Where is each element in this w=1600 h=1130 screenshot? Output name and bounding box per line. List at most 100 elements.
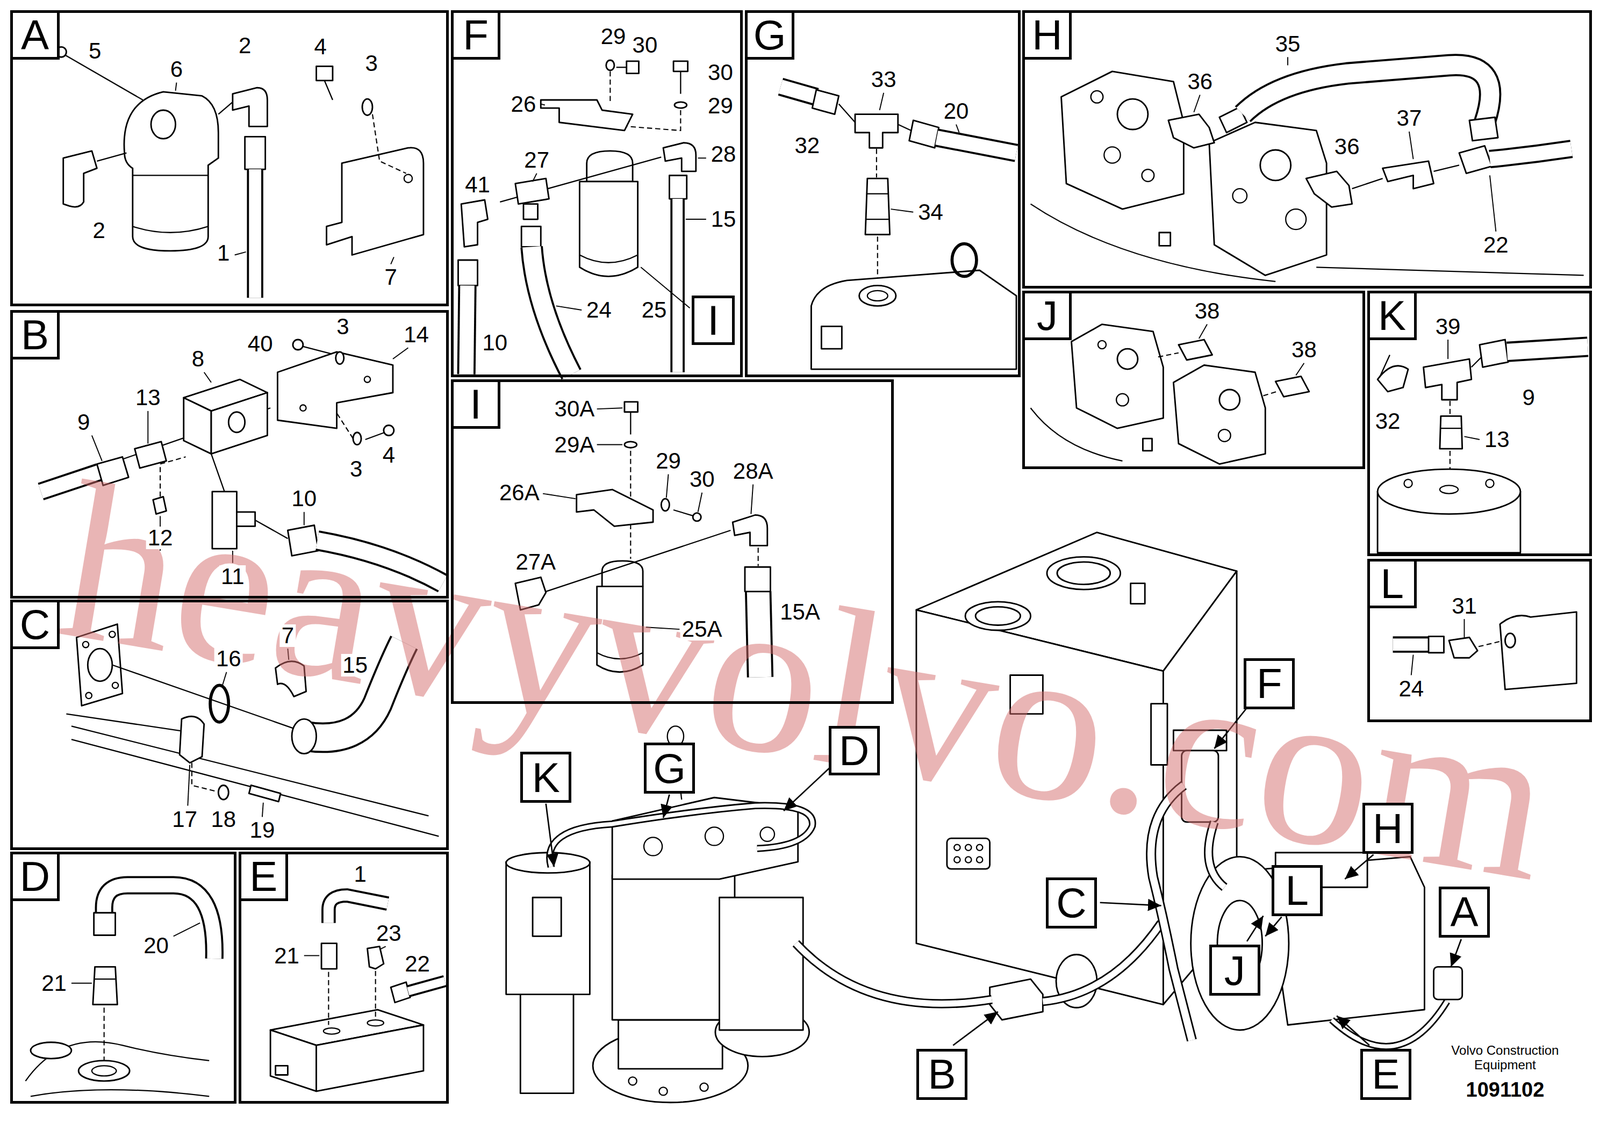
callout-number: 9: [1520, 386, 1537, 410]
panel-letter: C: [12, 602, 60, 650]
panel-e-parts: [390, 982, 411, 1003]
callout-arrows: [663, 794, 670, 819]
panel-g-parts: [865, 178, 891, 235]
panel-c-parts: [191, 763, 217, 792]
box-letter: J: [1224, 949, 1246, 992]
leader-lines: [1199, 324, 1208, 340]
leader-lines: [879, 92, 885, 111]
callout-number: 33: [869, 68, 899, 91]
callout-number: 11: [219, 565, 247, 588]
main-pump: [989, 979, 1044, 1021]
panel-h-parts: [1260, 149, 1291, 181]
panel-b-parts: [211, 392, 268, 455]
panel-i-parts: [624, 441, 637, 448]
panel-f-parts: [540, 99, 633, 131]
panel-letter: K: [1369, 293, 1417, 341]
panel-d-parts: [104, 885, 215, 959]
panel-e-parts: [275, 1065, 289, 1075]
callout-number: 3: [348, 457, 364, 481]
box-letter: C: [1056, 881, 1087, 924]
panel-letter: L: [1369, 561, 1417, 609]
panel-h-parts: [1382, 161, 1434, 189]
leader-lines: [556, 305, 582, 311]
panel-g-parts: [780, 86, 816, 97]
panel-j-parts: [1116, 393, 1129, 407]
callout-arrows: [1100, 902, 1162, 907]
panel-g-parts: [855, 114, 899, 149]
panel-i-parts: [624, 402, 638, 413]
callout-number: 27: [522, 148, 551, 172]
leader-lines: [597, 444, 623, 446]
overview-hoses: [795, 943, 993, 1004]
callout-number: 6: [168, 58, 185, 81]
callout-number: 29A: [553, 433, 597, 457]
panel-k-parts: [1507, 346, 1588, 352]
panel-i-parts: [629, 412, 631, 435]
callout-number: 41: [463, 173, 492, 197]
panel-f-parts: [669, 175, 687, 199]
panel-d-parts: [30, 1089, 210, 1097]
panel-a-parts: [248, 169, 262, 298]
panel-c-parts: [112, 682, 119, 689]
panel-j-parts: [1098, 340, 1107, 349]
panel-f-parts: [679, 71, 681, 95]
panel-letter: I: [453, 382, 501, 429]
callout-arrows: [1265, 916, 1282, 937]
leader-lines: [1193, 95, 1200, 113]
panel-e-parts: [321, 943, 337, 970]
panel-c-parts: [218, 785, 229, 800]
callout-box: B: [916, 1049, 968, 1101]
callout-number: 36: [1332, 135, 1362, 159]
panel-b-parts: [353, 432, 362, 446]
panel-f-parts: [579, 255, 638, 263]
panel-j-parts: [1219, 389, 1240, 411]
panel-k-parts: [1479, 339, 1509, 368]
leader-lines: [175, 82, 177, 91]
panel-a-parts: [362, 98, 373, 116]
panel-h-parts: [1209, 122, 1327, 276]
panel-letter: J: [1024, 293, 1072, 341]
leader-lines: [685, 218, 707, 220]
panel-h-parts: [1489, 148, 1572, 160]
panel-j-parts: [1263, 391, 1277, 397]
hydraulic-tank: [976, 856, 983, 863]
callout-number: 21: [39, 972, 69, 995]
panel-b-parts: [364, 376, 371, 383]
panel-d-parts: [30, 1042, 72, 1059]
panel-h-parts: [1091, 90, 1104, 104]
panel-k-parts: [1485, 479, 1494, 488]
callout-number: 30A: [553, 397, 597, 421]
panel-f-parts: [609, 71, 611, 103]
callout-number: 10: [480, 331, 509, 355]
panel-letter: E: [241, 854, 289, 902]
panel-f-parts: [672, 198, 683, 373]
callout-box: A: [1438, 886, 1490, 938]
panel-k-parts: [1440, 427, 1462, 429]
overview-hoses: [1331, 1001, 1448, 1047]
swing-motor: [705, 827, 724, 846]
panel-a-parts: [324, 80, 333, 100]
panel-f-parts: [521, 226, 541, 247]
brand-caption: Volvo Construction Equipment: [1437, 1043, 1573, 1073]
panel-b-parts: [336, 413, 354, 439]
panel-f-parts: [523, 204, 538, 220]
panel-a-parts: [246, 169, 263, 298]
leader-lines: [698, 157, 707, 159]
panel-k-parts: [1377, 469, 1521, 515]
panel-f-parts: [674, 102, 687, 109]
panel-h-parts: [1030, 65, 1584, 282]
panel-f-parts: [466, 285, 468, 375]
swing-motor: [520, 991, 574, 1094]
leader-lines: [304, 955, 320, 957]
panel-l-parts: [1428, 636, 1444, 653]
panel-i-parts: [692, 513, 701, 522]
panel-a-parts: [124, 91, 219, 251]
hydraulic-tank: [1057, 562, 1111, 585]
panel-b-parts: [183, 397, 212, 454]
panel-j-parts: [1178, 339, 1213, 361]
panel-f-parts: [531, 246, 572, 375]
callout-number: 12: [146, 526, 175, 550]
panel-a-parts: [55, 46, 423, 298]
swing-motor: [719, 897, 804, 1031]
detail-panel: FI: [450, 10, 743, 378]
